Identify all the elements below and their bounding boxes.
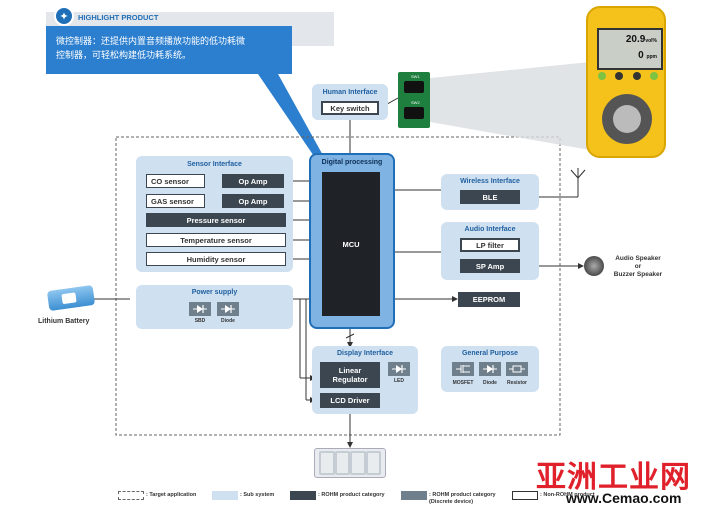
speaker-icon (584, 256, 604, 276)
speaker-label: Audio Speaker or Buzzer Speaker (598, 255, 678, 279)
legend-rohm-label: : ROHM product category (318, 492, 385, 498)
device-screen: 20.9vol% 0 ppm (597, 28, 663, 70)
led-icon (388, 362, 410, 376)
linear-regulator-box: Linear Regulator (320, 362, 380, 388)
legend-discrete-line1: : ROHM product category (429, 492, 496, 498)
human-interface-title: Human Interface (322, 89, 378, 96)
diode-label: Diode (221, 318, 235, 324)
co-sensor-box: CO sensor (146, 174, 205, 188)
lcd-driver-box: LCD Driver (320, 393, 380, 408)
device-dial (602, 94, 652, 144)
digital-processing-title: Digital processing (321, 159, 383, 166)
legend-target-swatch (118, 491, 144, 500)
highlight-title: HIGHLIGHT PRODUCT (78, 13, 159, 22)
ble-box: BLE (460, 190, 520, 204)
gas-sensor-box: GAS sensor (146, 194, 205, 208)
device-reading-1: 20.9 (625, 34, 646, 45)
highlight-icon: ✦ (54, 6, 74, 26)
eeprom-box: EEPROM (458, 292, 520, 307)
mosfet-label: MOSFET (452, 380, 474, 386)
watermark-url: www.Cemao.com (566, 490, 682, 506)
legend-discrete-swatch (401, 491, 427, 500)
general-diode-icon (479, 362, 501, 376)
speaker-label-line1: Audio Speaker (615, 255, 661, 262)
general-purpose-title: General Purpose (461, 350, 519, 357)
device-reading-2: 0 (638, 50, 644, 61)
power-supply-title: Power supply (191, 289, 238, 296)
device-unit-1: vol% (645, 38, 657, 44)
op-amp-1-box: Op Amp (222, 174, 284, 188)
display-interface-title: Display Interface (336, 350, 394, 357)
callout-pointer (258, 74, 330, 168)
sw1-label: SW1 (411, 74, 420, 79)
sbd-label: SBD (194, 318, 206, 324)
legend-target-label: : Target application (146, 492, 197, 498)
resistor-icon (506, 362, 528, 376)
resistor-label: Resistor (506, 380, 527, 386)
switch-board: SW1 SW2 (398, 72, 430, 128)
temperature-sensor-box: Temperature sensor (146, 233, 286, 247)
led-label: LED (394, 378, 404, 384)
mosfet-icon (452, 362, 474, 376)
diode-icon (217, 302, 239, 316)
device-indicator-lights (598, 72, 658, 80)
audio-interface-title: Audio Interface (464, 226, 516, 233)
sensor-interface-title: Sensor Interface (187, 161, 242, 168)
legend-subsystem-label: : Sub system (240, 492, 275, 498)
speaker-label-line3: Buzzer Speaker (613, 271, 663, 278)
device-unit-2: ppm (646, 54, 657, 60)
legend-nonrohm-swatch (512, 491, 538, 500)
linear-regulator-line2: Regulator (332, 375, 368, 384)
legend-subsystem-swatch (212, 491, 238, 500)
antenna-icon (570, 168, 586, 179)
highlight-text-line2: 控制器，可轻松构建低功耗系统。 (56, 50, 192, 60)
pressure-sensor-box: Pressure sensor (146, 213, 286, 227)
mcu-box: MCU (322, 172, 380, 316)
gas-detector-device: 20.9vol% 0 ppm (586, 6, 666, 158)
sw2-label: SW2 (411, 100, 420, 105)
op-amp-2-box: Op Amp (222, 194, 284, 208)
watermark-cn: 亚洲工业网 (536, 461, 691, 494)
sbd-icon (189, 302, 211, 316)
switch-component-1 (404, 81, 424, 93)
humidity-sensor-box: Humidity sensor (146, 252, 286, 266)
switch-component-2 (404, 107, 424, 119)
legend-nonrohm-label: : Non-ROHM product (540, 492, 595, 498)
general-diode-label: Diode (483, 380, 497, 386)
key-switch-box: Key switch (321, 101, 379, 115)
highlight-text-line1: 微控制器：还提供内置音频播放功能的低功耗微 (56, 36, 246, 46)
lp-filter-box: LP filter (460, 238, 520, 252)
wireless-interface-title: Wireless Interface (460, 178, 520, 185)
sp-amp-box: SP Amp (460, 259, 520, 273)
legend-discrete-line2: (Discrete device) (429, 499, 474, 505)
battery-label: Lithium Battery (38, 318, 90, 325)
device-projection (430, 62, 590, 150)
seven-segment-display (314, 448, 386, 478)
highlight-box: 微控制器：还提供内置音频播放功能的低功耗微 控制器，可轻松构建低功耗系统。 (46, 26, 292, 74)
speaker-label-line2: or (634, 263, 642, 270)
legend-rohm-swatch (290, 491, 316, 500)
linear-regulator-line1: Linear (338, 366, 362, 375)
legend-discrete-label: : ROHM product category (Discrete device… (429, 492, 496, 506)
target-application-border (115, 136, 561, 436)
power-supply-panel: Power supply (136, 285, 293, 329)
